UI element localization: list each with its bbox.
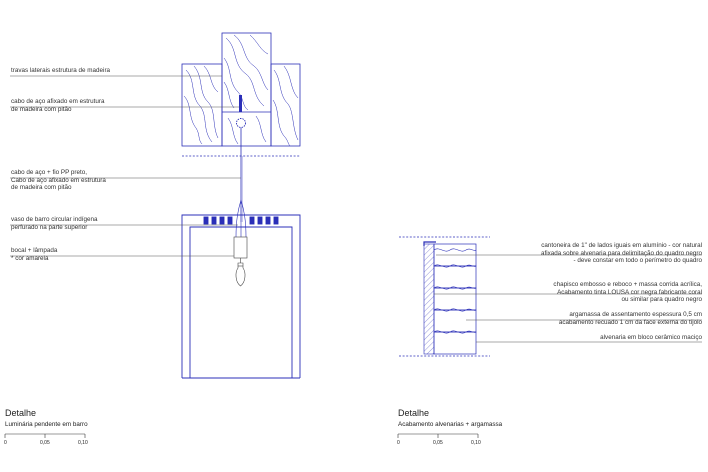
right-scale-010: 0,10 xyxy=(471,440,481,446)
label-bocal: bocal + lâmpada * cor amarela xyxy=(11,247,58,262)
label-vaso: vaso de barro circular indígena perfurad… xyxy=(11,216,98,231)
label-cabo-afixado: cabo de aço afixado em estrutura de made… xyxy=(11,98,105,113)
ring-hook xyxy=(236,118,246,128)
plaster-layer xyxy=(423,243,435,355)
left-subtitle: Luminária pendente em barro xyxy=(5,421,88,428)
right-subtitle: Acabamento alvenarias + argamassa xyxy=(398,421,503,428)
right-leaders xyxy=(434,254,702,343)
label-cabo-fio: cabo de aço + fio PP preto, Cabo de aço … xyxy=(11,169,106,192)
right-scale-bar xyxy=(397,433,479,438)
left-scale-005: 0,05 xyxy=(40,440,50,446)
right-title: Detalhe xyxy=(398,408,430,418)
label-travas: travas laterais estrutura de madeira xyxy=(11,67,111,74)
left-title: Detalhe xyxy=(5,408,37,418)
label-alvenaria: alvenaria em bloco cerâmico maciço xyxy=(600,334,702,341)
left-leaders xyxy=(10,75,241,257)
label-argamassa: argamassa de assentamento espessura 0,5 … xyxy=(558,311,702,326)
left-scale-bar xyxy=(4,433,86,438)
left-scale-0: 0 xyxy=(4,440,7,446)
cable-fan xyxy=(235,199,247,238)
right-scale-005: 0,05 xyxy=(433,440,443,446)
socket-lamp xyxy=(233,236,248,287)
left-scale-010: 0,10 xyxy=(78,440,88,446)
steel-plate xyxy=(239,95,242,112)
wood-structure xyxy=(181,32,301,147)
label-cantoneira: cantoneira de 1" de lados iguais em alum… xyxy=(540,242,702,265)
brick-wall xyxy=(433,243,477,355)
aluminium-angle xyxy=(423,241,436,246)
label-chapisco: chapisco embosso e reboco + massa corrid… xyxy=(553,281,702,304)
clay-pot xyxy=(181,214,301,379)
right-scale-0: 0 xyxy=(397,440,400,446)
